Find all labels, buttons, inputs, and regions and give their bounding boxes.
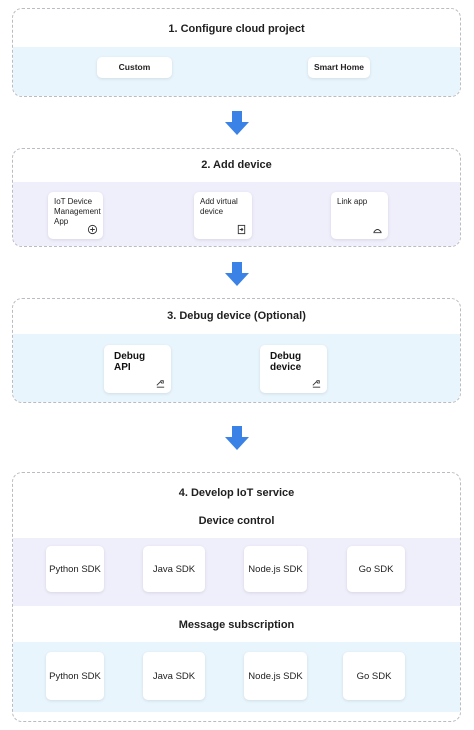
option-label: Add virtual device: [200, 197, 238, 216]
device-control-band: Python SDK Java SDK Node.js SDK Go SDK: [13, 538, 460, 606]
options-band: Debug API Debug device: [13, 334, 460, 402]
stage-title: 2. Add device: [201, 159, 272, 171]
java-sdk-option[interactable]: Java SDK: [143, 546, 205, 592]
go-sdk-option[interactable]: Go SDK: [347, 546, 405, 592]
stage-debug-device: 3. Debug device (Optional) Debug API Deb…: [12, 298, 461, 403]
go-sdk-option[interactable]: Go SDK: [343, 652, 405, 700]
option-label: IoT Device Management App: [54, 197, 101, 226]
options-band: Custom Smart Home: [13, 47, 460, 96]
nodejs-sdk-option[interactable]: Node.js SDK: [244, 546, 307, 592]
arrow-down-icon: [225, 426, 249, 450]
iot-device-management-app-option[interactable]: IoT Device Management App: [48, 192, 103, 239]
debug-api-option[interactable]: Debug API: [104, 345, 171, 393]
nodejs-sdk-option[interactable]: Node.js SDK: [244, 652, 307, 700]
message-subscription-title: Message subscription: [178, 619, 295, 631]
link-app-option[interactable]: Link app: [331, 192, 388, 239]
option-label: Debug device: [270, 351, 302, 373]
stage-develop-iot-service: 4. Develop IoT service Device control Py…: [12, 472, 461, 722]
add-circle-icon: [87, 224, 98, 235]
arrow-down-icon: [225, 111, 249, 135]
stage-title: 1. Configure cloud project: [168, 23, 305, 35]
arrow-down-icon: [225, 262, 249, 286]
device-control-title: Device control: [198, 515, 275, 527]
python-sdk-option[interactable]: Python SDK: [46, 652, 104, 700]
add-virtual-device-option[interactable]: Add virtual device: [194, 192, 252, 239]
message-subscription-band: Python SDK Java SDK Node.js SDK Go SDK: [13, 642, 460, 712]
smart-home-option[interactable]: Smart Home: [308, 57, 370, 78]
debug-api-icon: [156, 380, 165, 388]
debug-device-icon: [312, 380, 321, 388]
export-icon: [237, 224, 246, 235]
options-band: IoT Device Management App Add virtual de…: [13, 182, 460, 246]
option-label: Link app: [337, 197, 368, 206]
stage-configure-cloud-project: 1. Configure cloud project Custom Smart …: [12, 8, 461, 97]
debug-device-option[interactable]: Debug device: [260, 345, 327, 393]
stage-title: 4. Develop IoT service: [178, 487, 295, 499]
java-sdk-option[interactable]: Java SDK: [143, 652, 205, 700]
stage-add-device: 2. Add device IoT Device Management App …: [12, 148, 461, 247]
custom-option[interactable]: Custom: [97, 57, 172, 78]
python-sdk-option[interactable]: Python SDK: [46, 546, 104, 592]
link-app-icon: [373, 229, 382, 234]
option-label: Debug API: [114, 351, 146, 373]
stage-title: 3. Debug device (Optional): [167, 310, 306, 322]
